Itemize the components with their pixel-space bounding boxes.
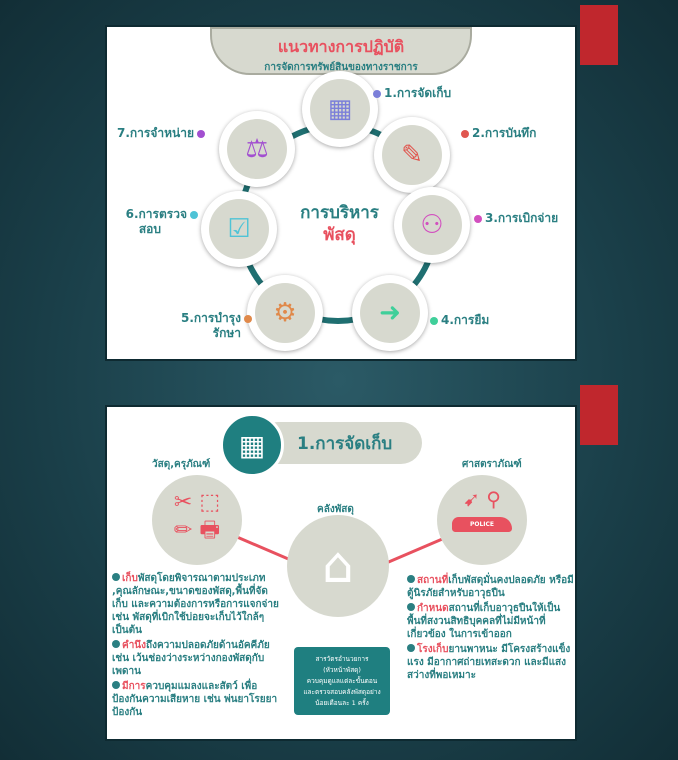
right-bullet-1: สถานที่เก็บพัสดุมั่นคงปลอดภัย หรือมีตู้น… [407,575,574,599]
node-storage[interactable]: ▦ [302,71,378,147]
red-tab-2 [580,385,618,445]
hand-arrow-icon: ➜ [360,283,420,343]
printer-icon: 🖶 [199,518,221,543]
stapler-icon: ✂ [173,490,193,515]
node-disburse[interactable]: ⚇ [394,187,470,263]
slide-title: แนวทางการปฏิบัติ [277,37,405,56]
police-car-icon: POLICE [452,517,512,532]
note-line: และตรวจสอบคลังพัสดุอย่าง [303,688,381,696]
node-borrow[interactable]: ➜ [352,275,428,351]
slide-storage: 1.การจัดเก็บ ▦ วัสดุ,ครุภัณฑ์ คลังพัสดุ … [105,405,577,741]
stamp-icon: ⬚ [199,490,221,515]
note-line: น้อยเดือนละ 1 ครั้ง [315,699,369,707]
note-line: ควบคุมดูแลแต่ละขั้นตอน [306,677,378,685]
warehouse-icon: ▦ [310,79,370,139]
weapons-circle: ➹ ⚲ POLICE [437,475,527,565]
label-step-1: 1.การจัดเก็บ [370,86,451,101]
handover-icon: ⚇ [402,195,462,255]
header-banner: 1.การจัดเก็บ [257,422,422,464]
center-line-1: การบริหาร [300,203,379,223]
slide-guidelines: แนวทางการปฏิบัติ การจัดการทรัพย์สินของทา… [105,25,577,361]
node-inspect[interactable]: ☑ [201,191,277,267]
node-dispose[interactable]: ⚖ [219,111,295,187]
gears-icon: ⚙ [255,283,315,343]
left-bullet-1: เก็บพัสดุโดยพิจารณาตามประเภท ,คุณลักษณะ,… [112,573,279,636]
label-step-2: 2.การบันทึก [458,126,536,141]
right-bullet-2: กำหนดสถานที่เก็บอาวุธปืนให้เป็นพื้นที่สง… [407,603,561,640]
right-bullet-3: โรงเก็บยานพาหนะ มีโครงสร้างแข็งแรง มีอาก… [407,644,571,681]
title-banner: แนวทางการปฏิบัติ การจัดการทรัพย์สินของทา… [210,27,472,75]
label-step-6: 6.การตรวจสอบ [111,207,201,237]
label-step-7: 7.การจำหน่าย [117,126,208,141]
label-step-4: 4.การยืม [427,313,489,328]
right-title: ศาสตราภัณฑ์ [462,459,522,470]
left-bullet-3: มีการควบคุมแมลงและสัตว์ เพื่อป้องกันความ… [112,681,278,718]
right-bullets: สถานที่เก็บพัสดุมั่นคงปลอดภัย หรือมีตู้น… [407,574,575,684]
checklist-icon: ☑ [209,199,269,259]
node-record[interactable]: ✎ [374,117,450,193]
gun-icon: ➹ [463,487,480,511]
center-line-2: พัสดุ [323,225,356,245]
left-bullets: เก็บพัสดุโดยพิจารณาตามประเภท ,คุณลักษณะ,… [112,572,282,721]
label-step-3: 3.การเบิกจ่าย [471,211,558,226]
label-step-5: 5.การบำรุงรักษา [165,311,255,341]
red-tab-1 [580,5,618,65]
warehouse-icon: ▦ [220,413,284,477]
note-line: สารวัตรอำนวยการ [315,655,369,663]
header-title: 1.การจัดเก็บ [297,434,393,454]
note-line: (หัวหน้าพัสดุ) [323,666,361,674]
center-title: คลังพัสดุ [317,504,354,515]
node-maintain[interactable]: ⚙ [247,275,323,351]
warehouse-building-icon: ⌂ [322,536,354,594]
left-bullet-2: คำนึงถึงความปลอดภัยด้านอัคคีภัย เช่น เว้… [112,640,270,677]
center-title: การบริหาร พัสดุ [277,202,402,246]
motorcycle-icon: ⚲ [486,487,501,511]
document-pen-icon: ✎ [382,125,442,185]
left-title: วัสดุ,ครุภัณฑ์ [152,459,211,470]
pencil-cup-icon: ✏ [173,518,193,543]
warehouse-circle: ⌂ [287,515,389,617]
slide-subtitle: การจัดการทรัพย์สินของทางราชการ [264,62,418,73]
auction-icon: ⚖ [227,119,287,179]
supplies-circle: ✂ ⬚✏ 🖶 [152,475,242,565]
supervisor-note: สารวัตรอำนวยการ (หัวหน้าพัสดุ) ควบคุมดูแ… [294,647,390,715]
